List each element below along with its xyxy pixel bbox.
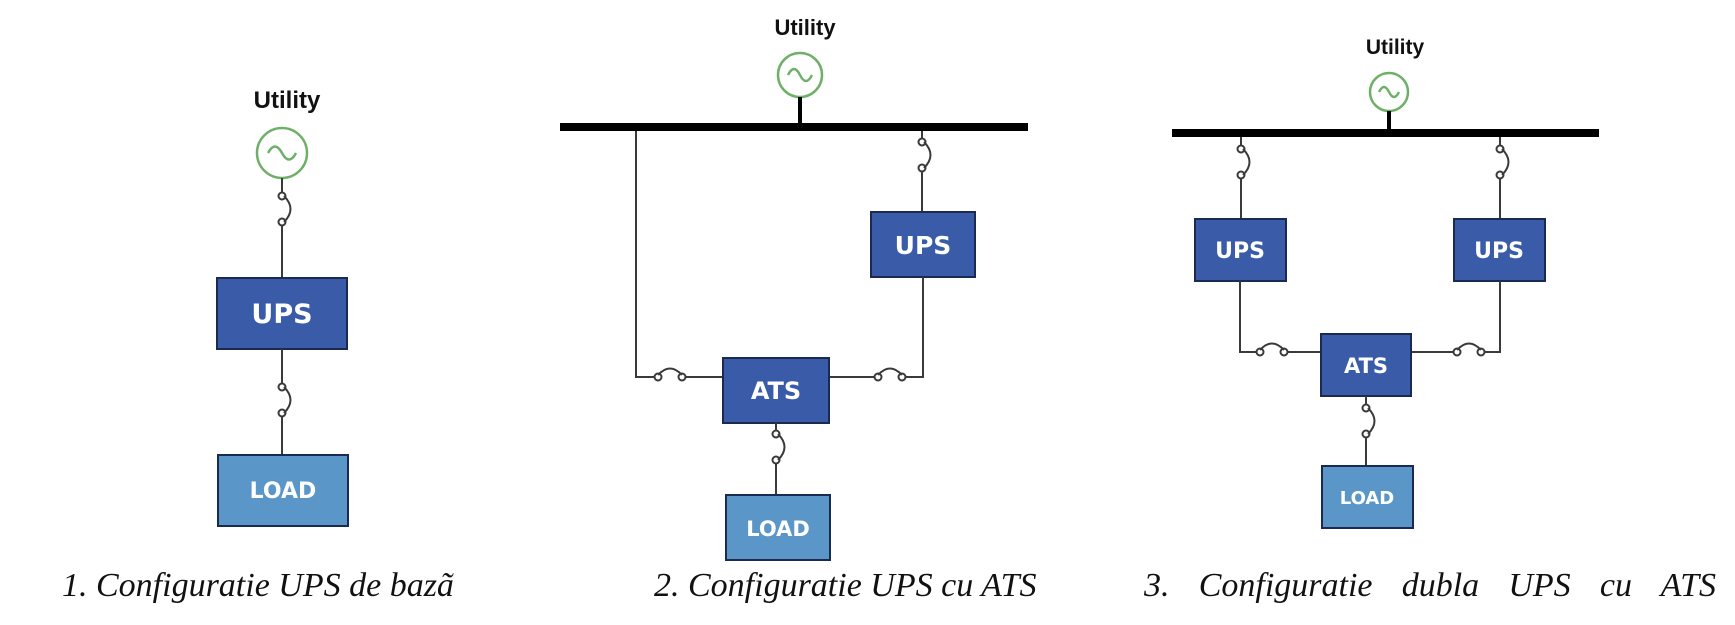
utility-label: Utility [254, 87, 321, 114]
caption-ups-with-ats: 2. Configuratie UPS cu ATS [654, 567, 1037, 604]
diagram-2-ups-with-ats: Utility UPS ATS LOAD [560, 15, 1028, 561]
circuit-breaker-icon [653, 367, 687, 382]
circuit-breaker-icon [1361, 403, 1376, 439]
busbar [1172, 129, 1599, 137]
ats-label: ATS [1344, 354, 1388, 378]
ups-box: UPS [216, 277, 348, 350]
caption-basic-ups: 1. Configuratie UPS de bazã [62, 567, 454, 604]
busbar [560, 123, 1028, 131]
load-label: LOAD [1340, 488, 1395, 509]
ups-box: UPS [870, 211, 976, 278]
circuit-breaker-icon [1452, 342, 1486, 357]
ac-source-icon [255, 126, 309, 180]
caption-dual-ups-with-ats: 3. Configuratie dubla UPS cu ATS [1144, 567, 1716, 604]
circuit-breaker-icon [917, 137, 932, 173]
diagram-3-dual-ups-with-ats: Utility UPS UPS ATS [1172, 36, 1599, 529]
circuit-breaker-icon [277, 191, 292, 227]
ups-box: UPS [1194, 218, 1287, 282]
ups-label: UPS [251, 299, 312, 330]
load-label: LOAD [746, 517, 810, 541]
diagram-1-basic-ups: Utility UPS LOAD [216, 87, 349, 527]
ups-box: UPS [1453, 218, 1546, 282]
ats-label: ATS [751, 377, 801, 405]
load-label: LOAD [250, 479, 317, 504]
utility-label: Utility [774, 15, 836, 40]
circuit-breaker-icon [771, 429, 786, 465]
ac-source-icon [776, 51, 824, 99]
circuit-breaker-icon [277, 382, 292, 418]
load-box: LOAD [1321, 465, 1414, 529]
ac-source-icon [1368, 71, 1410, 113]
ups-label: UPS [1215, 239, 1265, 264]
load-box: LOAD [217, 454, 349, 527]
circuit-breaker-icon [1495, 144, 1510, 180]
ups-label: UPS [895, 231, 952, 260]
ats-box: ATS [722, 357, 830, 424]
ups-label: UPS [1474, 239, 1524, 264]
circuit-breaker-icon [1255, 342, 1289, 357]
circuit-breaker-icon [1236, 144, 1251, 180]
load-box: LOAD [725, 494, 831, 561]
ats-box: ATS [1320, 333, 1412, 397]
circuit-breaker-icon [873, 367, 907, 382]
utility-label: Utility [1366, 36, 1425, 59]
